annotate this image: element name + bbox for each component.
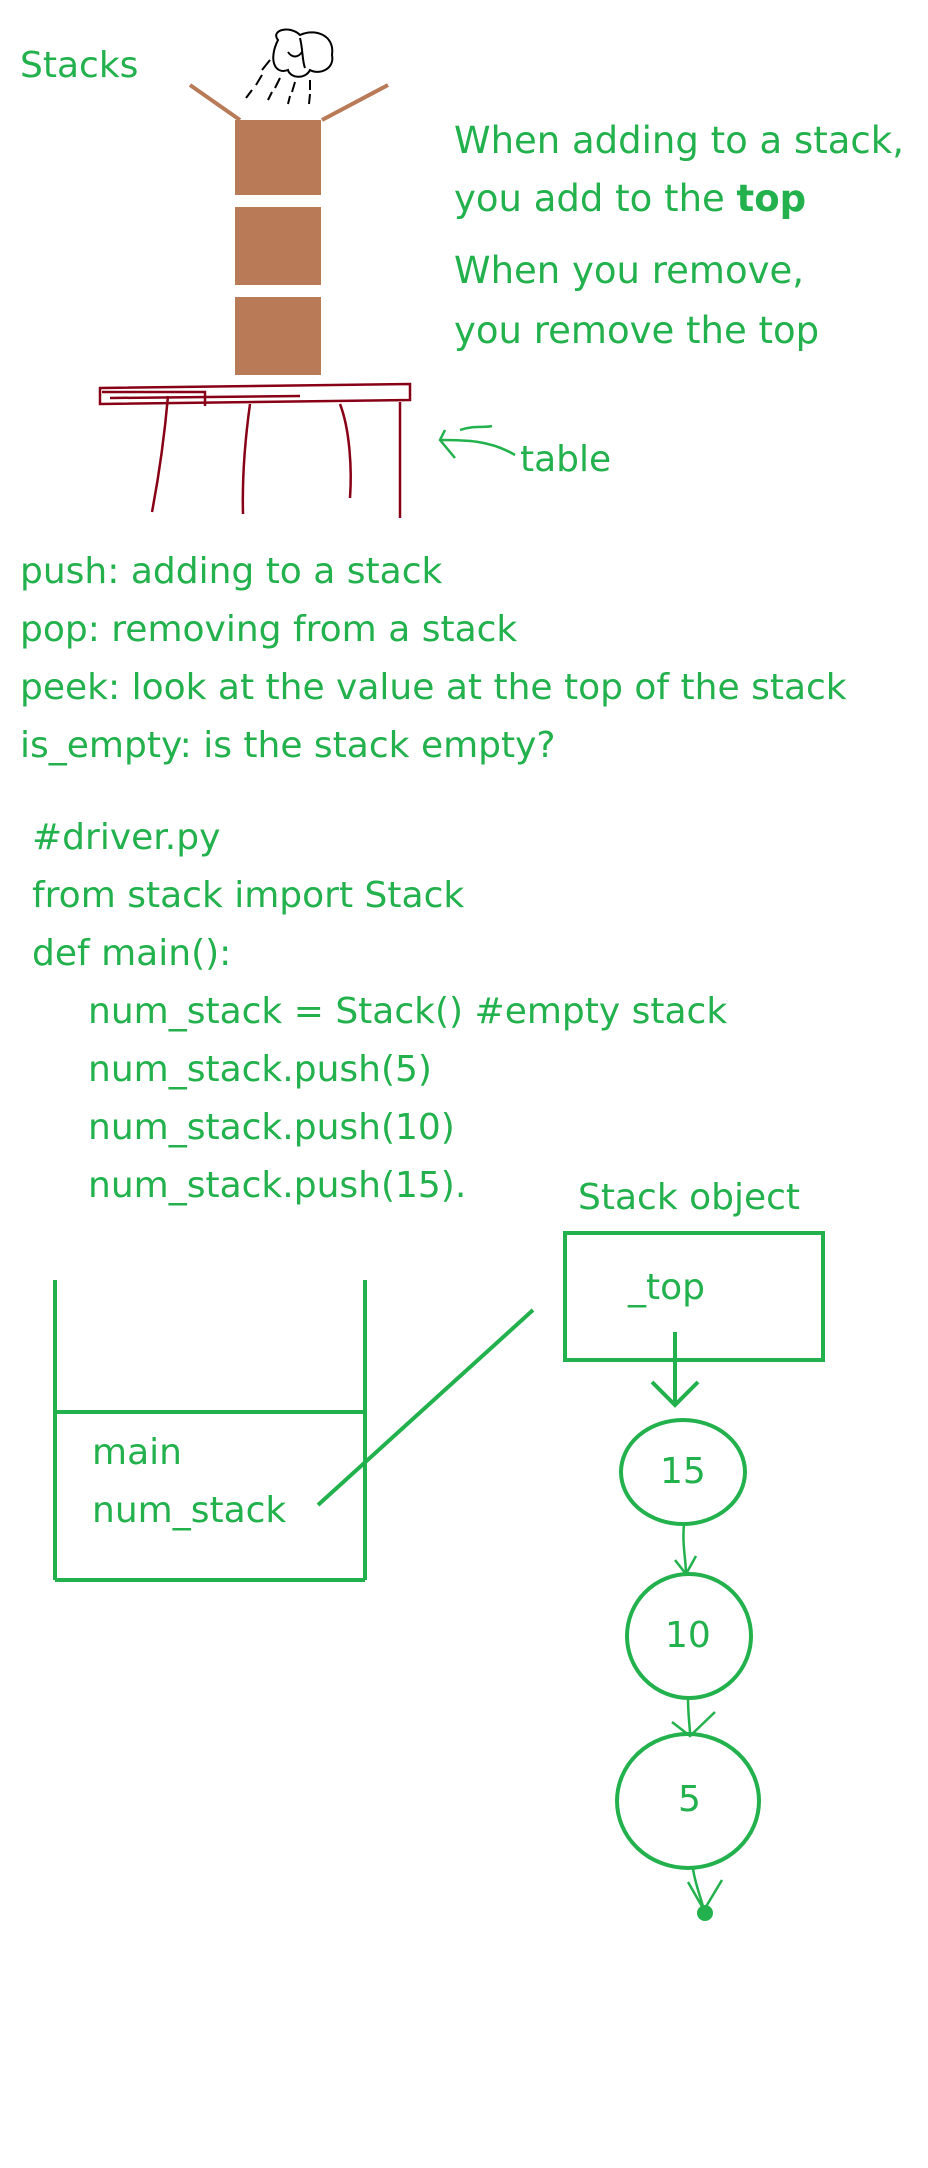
stack-block-middle [235, 207, 321, 285]
code-line-3: num_stack.push(10) [88, 1107, 455, 1148]
sketch-head-icon [245, 28, 334, 105]
code-line-4: num_stack.push(15). [88, 1165, 467, 1206]
note-add-line1: When adding to a stack, [454, 119, 904, 162]
right-arm [321, 83, 389, 122]
stack-object-field: _top [628, 1267, 705, 1308]
operation-is-empty: is_empty: is the stack empty? [20, 725, 556, 766]
code-def: def main(): [32, 933, 232, 974]
operation-push: push: adding to a stack [20, 551, 443, 592]
stack-object-box [563, 1231, 825, 1362]
stack-block-bottom [235, 297, 321, 375]
frame-variable: num_stack [92, 1490, 287, 1531]
left-arm [188, 83, 242, 122]
note-remove-line1: When you remove, [454, 249, 805, 292]
null-terminator-icon [697, 1905, 713, 1921]
node-10-value: 10 [665, 1615, 711, 1656]
note-add-line2-bold: top [736, 177, 807, 220]
note-remove-line2: you remove the top [454, 309, 820, 352]
node-link-arrows [671, 1523, 724, 1913]
frame-name: main [92, 1432, 182, 1473]
node-15-value: 15 [660, 1451, 706, 1492]
code-line-2: num_stack.push(5) [88, 1049, 432, 1090]
operation-peek: peek: look at the value at the top of th… [20, 667, 847, 708]
table-arrow-icon [438, 424, 516, 459]
note-add-line2-prefix: you add to the [454, 177, 737, 220]
node-5-value: 5 [678, 1779, 701, 1820]
top-arrow-icon [650, 1332, 700, 1408]
reference-line [316, 1308, 535, 1507]
table-label: table [520, 439, 612, 480]
code-import: from stack import Stack [32, 875, 465, 916]
stack-object-label: Stack object [578, 1177, 801, 1218]
operation-pop: pop: removing from a stack [20, 609, 518, 650]
call-stack-frame [53, 1280, 367, 1582]
page-title: Stacks [20, 45, 139, 86]
stack-block-top [235, 120, 321, 195]
code-line-1: num_stack = Stack() #empty stack [88, 991, 728, 1032]
note-add-line2: you add to the top [454, 180, 806, 217]
table-drawing [98, 382, 412, 518]
code-comment: #driver.py [32, 817, 221, 858]
